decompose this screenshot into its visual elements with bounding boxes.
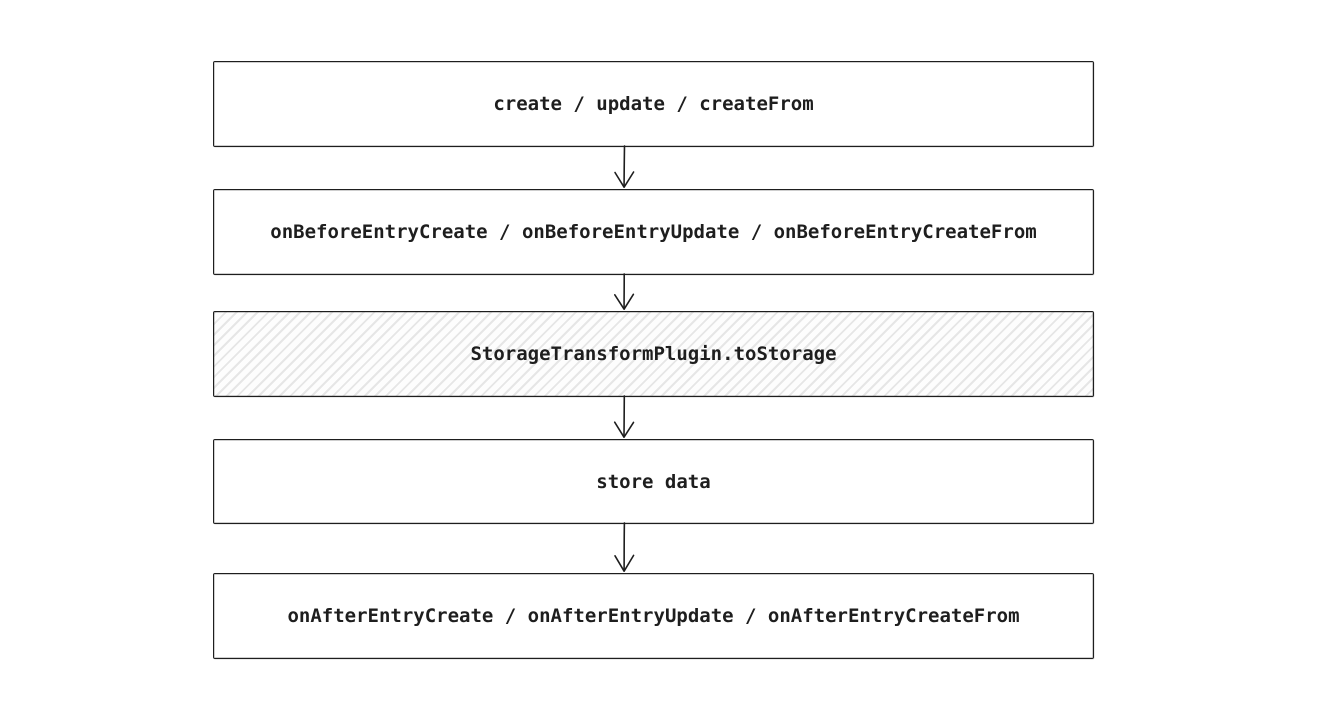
flow-node-after-hooks: onAfterEntryCreate / onAfterEntryUpdate … — [213, 573, 1094, 659]
flow-node-label: onBeforeEntryCreate / onBeforeEntryUpdat… — [270, 221, 1037, 243]
arrowhead — [613, 421, 635, 438]
flow-arrow-down-3 — [613, 395, 635, 438]
flow-arrow-down-1 — [614, 145, 635, 188]
flow-node-label: create / update / createFrom — [493, 93, 814, 115]
flow-node-label: onAfterEntryCreate / onAfterEntryUpdate … — [287, 605, 1020, 627]
flow-node-storage-transform: StorageTransformPlugin.toStorage — [213, 311, 1094, 397]
flow-node-store-data: store data — [213, 439, 1094, 524]
flow-arrow-down-2 — [614, 273, 635, 310]
arrowhead — [614, 293, 635, 310]
flow-node-before-hooks: onBeforeEntryCreate / onBeforeEntryUpdat… — [213, 189, 1094, 275]
arrowhead — [614, 171, 635, 188]
flow-node-label: StorageTransformPlugin.toStorage — [470, 343, 837, 365]
flow-arrow-down-4 — [614, 522, 635, 572]
arrowhead — [614, 554, 635, 572]
flow-node-entry-methods: create / update / createFrom — [213, 61, 1094, 147]
flow-node-label: store data — [596, 470, 711, 493]
